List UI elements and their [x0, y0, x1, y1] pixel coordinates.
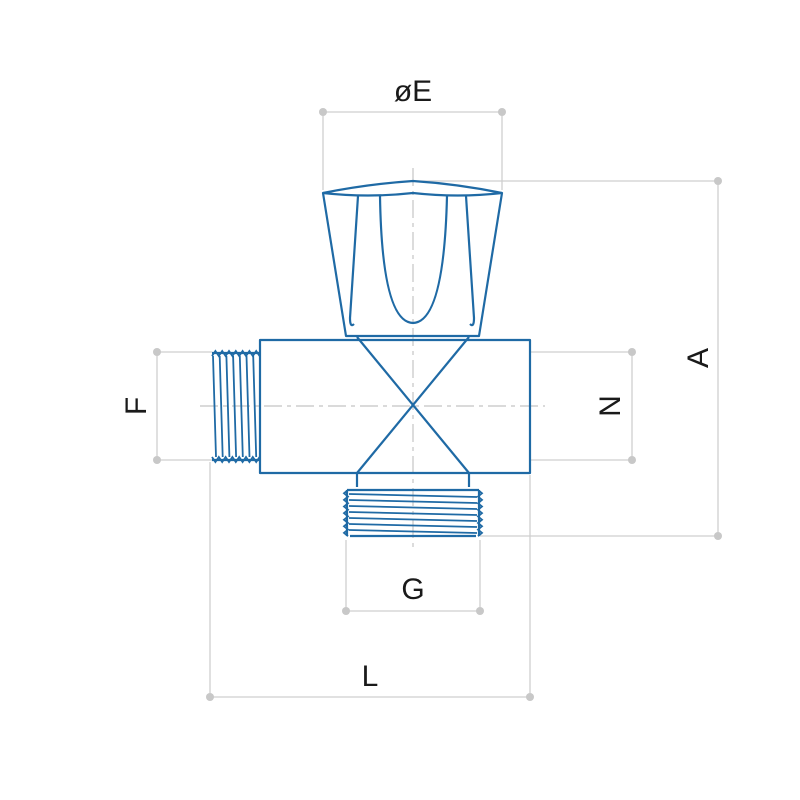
label-F: F [120, 397, 153, 415]
label-G: G [401, 573, 424, 606]
dimension-F [153, 348, 212, 464]
dimension-A [413, 177, 722, 540]
dimension-N [530, 348, 636, 464]
thread-line [212, 355, 258, 458]
thread-line [475, 489, 484, 537]
thread-line [211, 455, 261, 464]
valve-body [258, 336, 532, 487]
left-thread [211, 349, 261, 464]
label-diameter-E: øE [394, 75, 432, 108]
dimension-L [206, 462, 534, 701]
dimension-G [342, 540, 484, 615]
thread-line [348, 493, 478, 534]
thread-line [211, 349, 261, 358]
label-L: L [362, 660, 379, 693]
label-A: A [682, 348, 715, 368]
bottom-thread [342, 488, 484, 538]
valve-handle [321, 179, 504, 338]
dimension-E [319, 108, 506, 190]
label-N: N [594, 395, 627, 417]
thread-line [342, 489, 351, 537]
